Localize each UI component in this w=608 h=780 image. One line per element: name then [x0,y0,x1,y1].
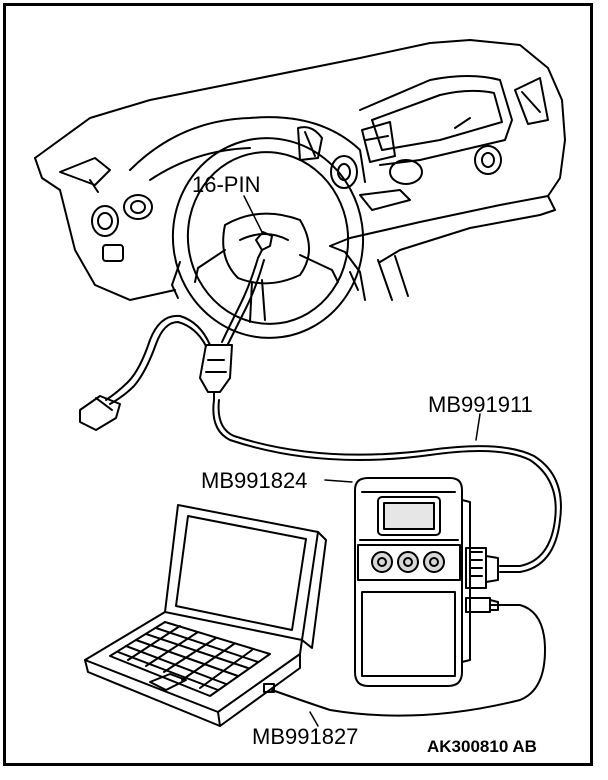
figure-reference: AK300810 AB [427,737,537,756]
interface-unit [354,477,499,687]
leader-lines [243,195,481,727]
steering-wheel [171,137,365,339]
laptop [84,504,327,727]
interface-unit-label: MB991824 [201,468,308,493]
connector-label: 16-PIN [192,172,261,197]
usb-cable-label: MB991827 [252,724,359,749]
dashboard [34,39,566,301]
cable-harness-label: MB991911 [428,392,533,417]
cables [79,257,562,717]
